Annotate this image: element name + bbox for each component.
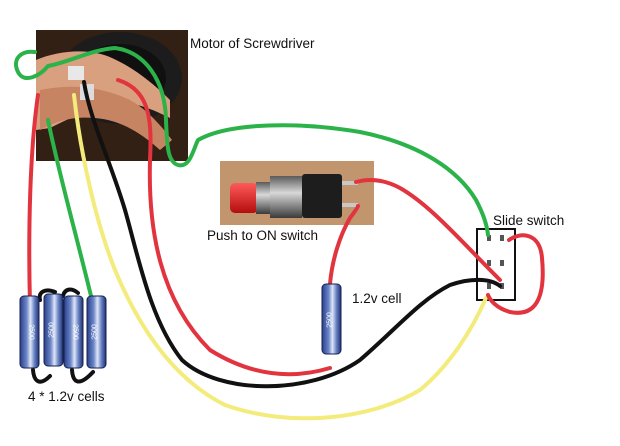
red-wire-cell-push xyxy=(328,204,360,286)
red-wire-motor-cell xyxy=(116,78,332,377)
single-cell-label: 1.2v cell xyxy=(352,291,402,306)
red-wire-push xyxy=(354,178,502,282)
cell-1-marking: 2500 xyxy=(28,324,35,340)
cell-1: 2500 xyxy=(19,295,40,369)
cell-3-marking: 2500 xyxy=(72,324,79,340)
push-switch-photo xyxy=(220,161,374,225)
green-wire-top xyxy=(14,46,490,237)
battery-pack: 2500 2500 2500 2500 xyxy=(19,293,107,369)
cell-2-marking: 2500 xyxy=(49,322,56,338)
motor-label: Motor of Screwdriver xyxy=(190,36,315,51)
cell-4-marking: 2500 xyxy=(92,324,99,340)
push-switch-label: Push to ON switch xyxy=(207,228,319,243)
single-cell-marking: 2500 xyxy=(327,312,334,328)
red-wire-loop xyxy=(486,233,545,315)
cell-4: 2500 xyxy=(86,295,107,369)
slide-switch-label: Slide switch xyxy=(493,213,565,228)
cell-2: 2500 xyxy=(43,293,64,367)
black-wire-motor xyxy=(82,80,502,389)
battery-pack-label: 4 * 1.2v cells xyxy=(28,389,105,404)
single-cell: 2500 xyxy=(321,283,342,355)
yellow-wire xyxy=(72,93,488,421)
black-wire-cells xyxy=(31,287,95,384)
red-wire-motor xyxy=(27,93,40,307)
cell-3: 2500 xyxy=(63,295,84,369)
green-wire-cells xyxy=(46,118,94,302)
